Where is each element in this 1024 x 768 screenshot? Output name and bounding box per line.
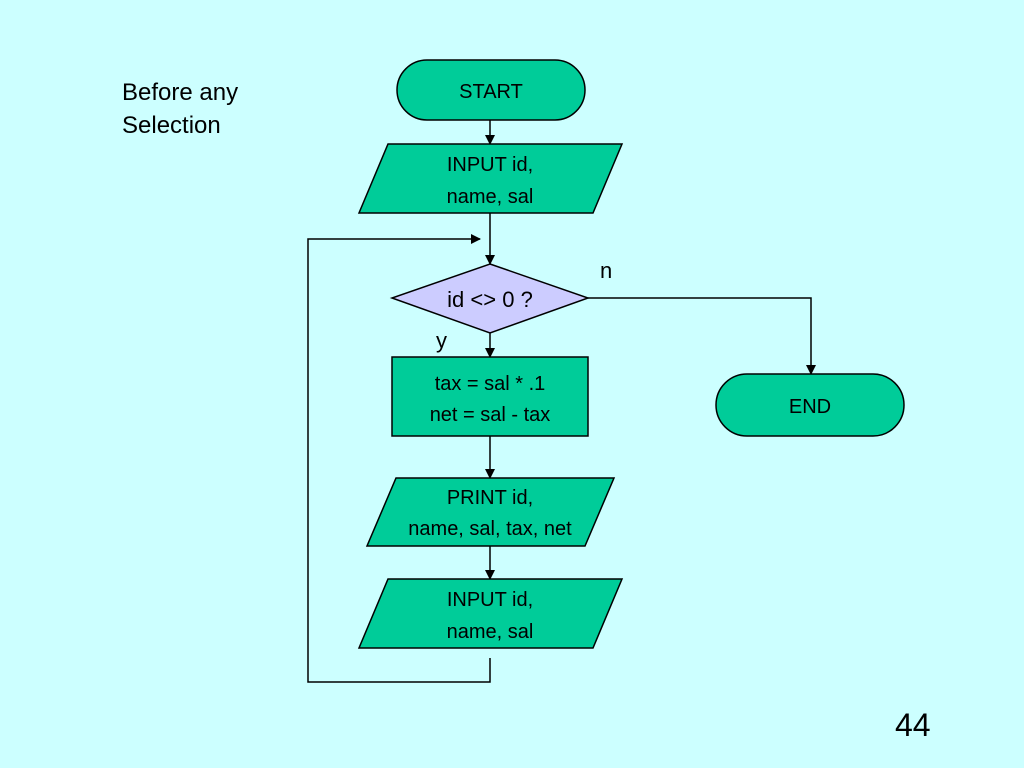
input2-line-1: INPUT id, [447, 589, 533, 611]
input2-line-2: name, sal [447, 621, 534, 643]
end-terminator: END [715, 373, 905, 437]
yes-branch-label: y [436, 328, 447, 353]
print-parallelogram: PRINT id, name, sal, tax, net [365, 477, 616, 547]
start-label: START [459, 81, 523, 103]
end-label: END [789, 396, 831, 418]
connector-loop-back [307, 234, 491, 683]
caption-line-1: Before any [122, 79, 239, 106]
decision-label: id <> 0 ? [447, 287, 533, 312]
input-parallelogram-1: INPUT id, name, sal [357, 143, 624, 214]
decision-diamond: id <> 0 ? [389, 263, 591, 334]
caption-line-2: Selection [122, 112, 221, 139]
input-parallelogram-2: INPUT id, name, sal [357, 578, 624, 649]
process-box: tax = sal * .1 net = sal - tax [391, 356, 589, 437]
no-branch-label: n [600, 258, 612, 283]
connector-decision-no [588, 297, 816, 375]
connectors [307, 120, 816, 683]
page-number: 44 [895, 707, 931, 743]
process-line-2: net = sal - tax [430, 404, 551, 426]
slide-caption: Before any Selection [122, 76, 238, 142]
input1-line-2: name, sal [447, 186, 534, 208]
input1-line-1: INPUT id, [447, 154, 533, 176]
process-line-1: tax = sal * .1 [435, 373, 546, 395]
start-terminator: START [396, 59, 586, 121]
print-line-2: name, sal, tax, net [408, 518, 572, 540]
print-line-1: PRINT id, [447, 487, 533, 509]
